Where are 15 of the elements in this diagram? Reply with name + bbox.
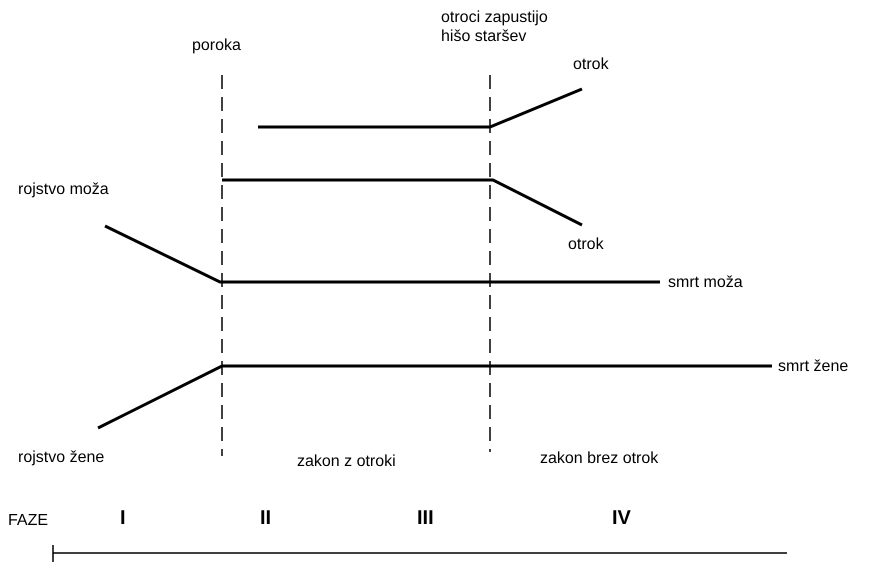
- phase-number: IV: [612, 509, 631, 528]
- line-label: otrok: [573, 55, 609, 74]
- event-label: otroci zapustijo hišo staršev: [441, 8, 549, 46]
- phase-label: zakon z otroki: [297, 452, 396, 471]
- phase-number: III: [417, 509, 434, 528]
- axis-label: FAZE: [8, 511, 48, 530]
- phase-number: II: [260, 509, 272, 528]
- event-label: poroka: [192, 36, 241, 55]
- phase-label: zakon brez otrok: [540, 449, 658, 468]
- line-label: otrok: [568, 235, 604, 254]
- event-label: rojstvo moža: [18, 180, 109, 199]
- phase-number: I: [120, 509, 126, 528]
- event-label: smrt žene: [778, 357, 848, 376]
- event-label: rojstvo žene: [18, 448, 104, 467]
- event-label: smrt moža: [668, 273, 743, 292]
